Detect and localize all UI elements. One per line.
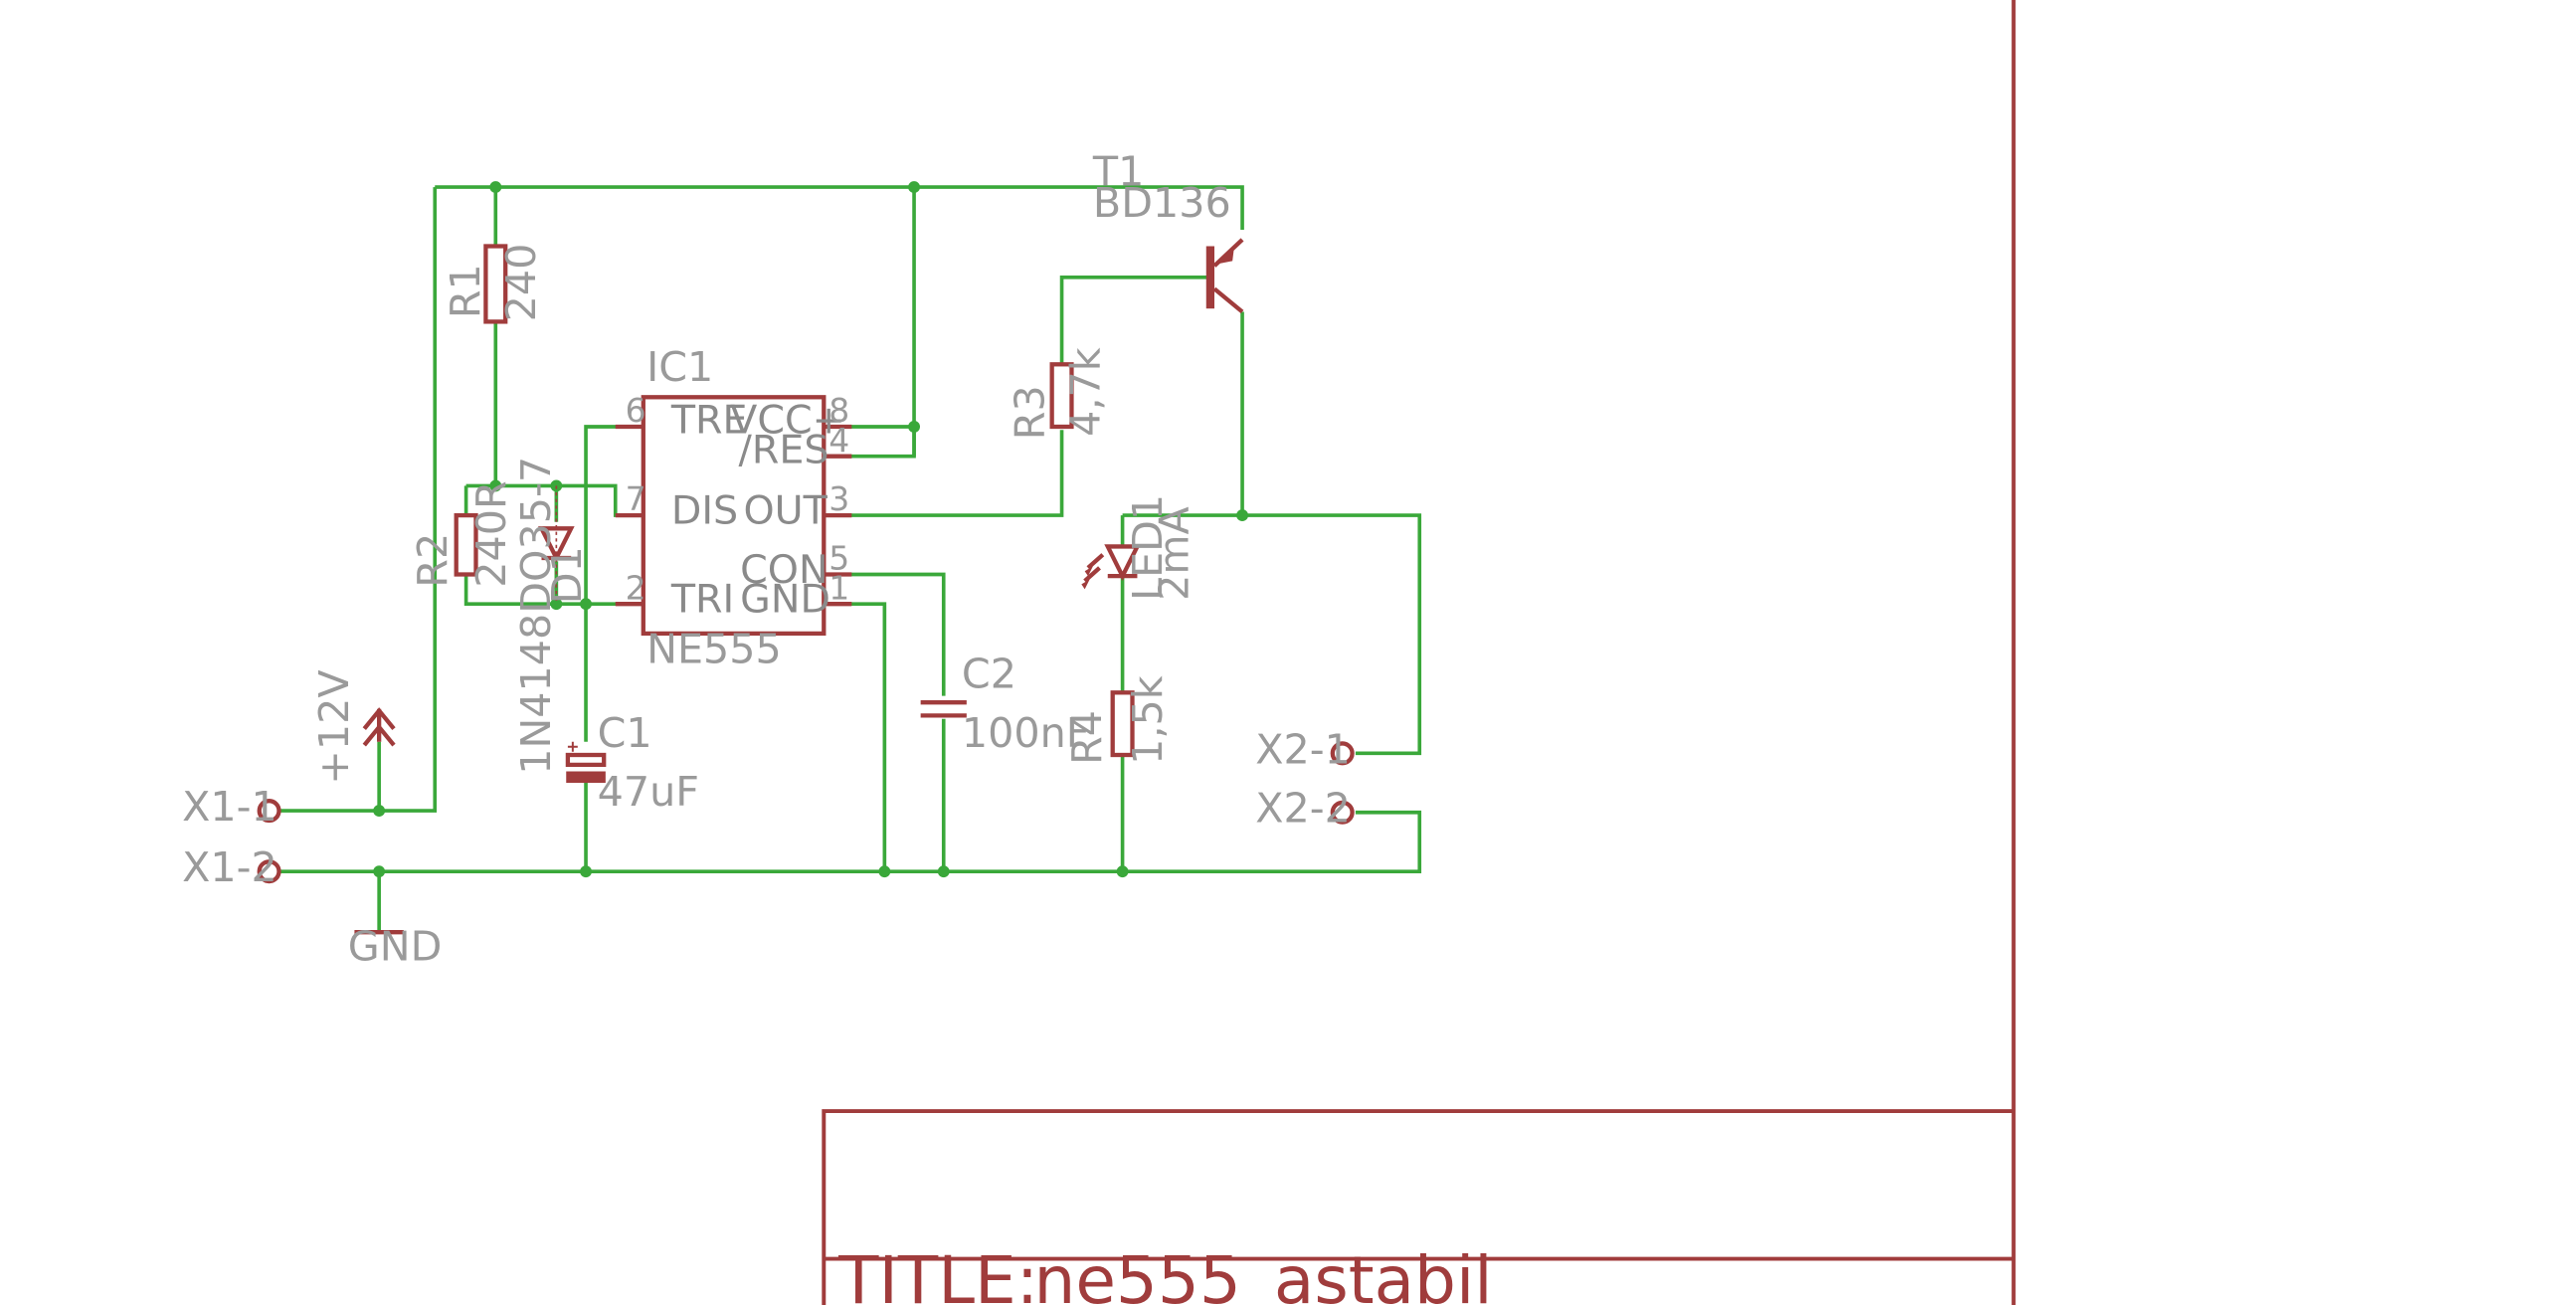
r3-name: R3 — [1006, 385, 1053, 440]
pin-number-6: 6 — [626, 391, 646, 430]
supply-plus12-label: +12V — [310, 669, 358, 784]
pin-number-2: 2 — [626, 568, 646, 607]
resistor-r1: R1 240 — [442, 244, 545, 324]
pin-number-3: 3 — [828, 479, 849, 518]
led-led1: LED1 2mA — [1081, 494, 1198, 601]
resistor-r4: R4 1,5k — [1063, 675, 1172, 765]
pin-number-1: 1 — [828, 568, 849, 607]
resistor-r2: R2 240R — [409, 480, 515, 587]
pin-number-7: 7 — [626, 479, 646, 518]
pin-dis: DIS — [671, 487, 738, 533]
drawing-frame: TITLE: ne555_astabil — [822, 0, 2016, 1305]
supply-plus12v: +12V — [310, 669, 396, 785]
r4-name: R4 — [1063, 710, 1111, 765]
pin-con: CON — [740, 547, 828, 593]
capacitor-c2: C2 100nF — [920, 650, 1090, 757]
pin-number-5: 5 — [828, 539, 849, 578]
gnd-label: GND — [348, 922, 443, 970]
c1-name: C1 — [598, 709, 652, 757]
transistor-t1: T1 BD136 — [1092, 147, 1244, 314]
x1-1-label: X1-1 — [182, 783, 277, 831]
r1-name: R1 — [442, 264, 489, 318]
diode-d1: 1N4148DO35-7 D1 — [512, 457, 591, 775]
d1-name: D1 — [543, 546, 591, 604]
pin-tri: TRI — [670, 576, 734, 622]
pin-vcc: VCC+ — [730, 398, 845, 444]
d1-value: 1N4148DO35-7 — [512, 457, 560, 775]
connector-x2-1: X2-1 — [1255, 725, 1355, 773]
r2-name: R2 — [409, 533, 457, 588]
title-label: TITLE: — [837, 1242, 1038, 1305]
connector-x1-1: X1-1 — [182, 783, 281, 831]
t1-name: T1 — [1092, 147, 1144, 195]
junctions — [373, 181, 1248, 878]
pin-gnd: GND — [740, 576, 830, 622]
ic-ne555: IC1 NE555 TRE VCC+ /RES DIS OUT CON TRI … — [615, 343, 852, 673]
x1-2-label: X1-2 — [182, 843, 277, 891]
pin-number-8: 8 — [828, 391, 849, 430]
capacitor-c1: C1 47uF — [565, 709, 699, 816]
pin-tre: TRE — [670, 398, 748, 444]
led1-name: LED1 — [1124, 494, 1172, 601]
pin-number-4: 4 — [828, 421, 849, 460]
pin-out: OUT — [743, 487, 828, 533]
title-value: ne555_astabil — [1034, 1242, 1493, 1305]
x2-2-label: X2-2 — [1255, 785, 1351, 833]
pin-res: /RES — [739, 427, 829, 472]
ic1-value: NE555 — [646, 626, 782, 673]
x2-1-label: X2-1 — [1255, 725, 1351, 773]
r1-value: 240 — [497, 244, 545, 322]
r4-value: 1,5k — [1124, 675, 1172, 765]
connector-x2-2: X2-2 — [1255, 785, 1355, 833]
c2-value: 100nF — [962, 709, 1090, 757]
ground-symbol: GND — [348, 922, 443, 970]
ic1-name: IC1 — [646, 343, 713, 391]
r3-value: 4,7k — [1062, 347, 1110, 437]
resistor-r3: R3 4,7k — [1006, 347, 1109, 440]
connector-x1-2: X1-2 — [182, 843, 281, 891]
t1-value: BD136 — [1093, 179, 1231, 227]
led1-value: 2mA — [1151, 506, 1198, 601]
c1-value: 47uF — [598, 768, 699, 816]
c2-name: C2 — [962, 650, 1016, 697]
r2-value: 240R — [467, 480, 515, 587]
